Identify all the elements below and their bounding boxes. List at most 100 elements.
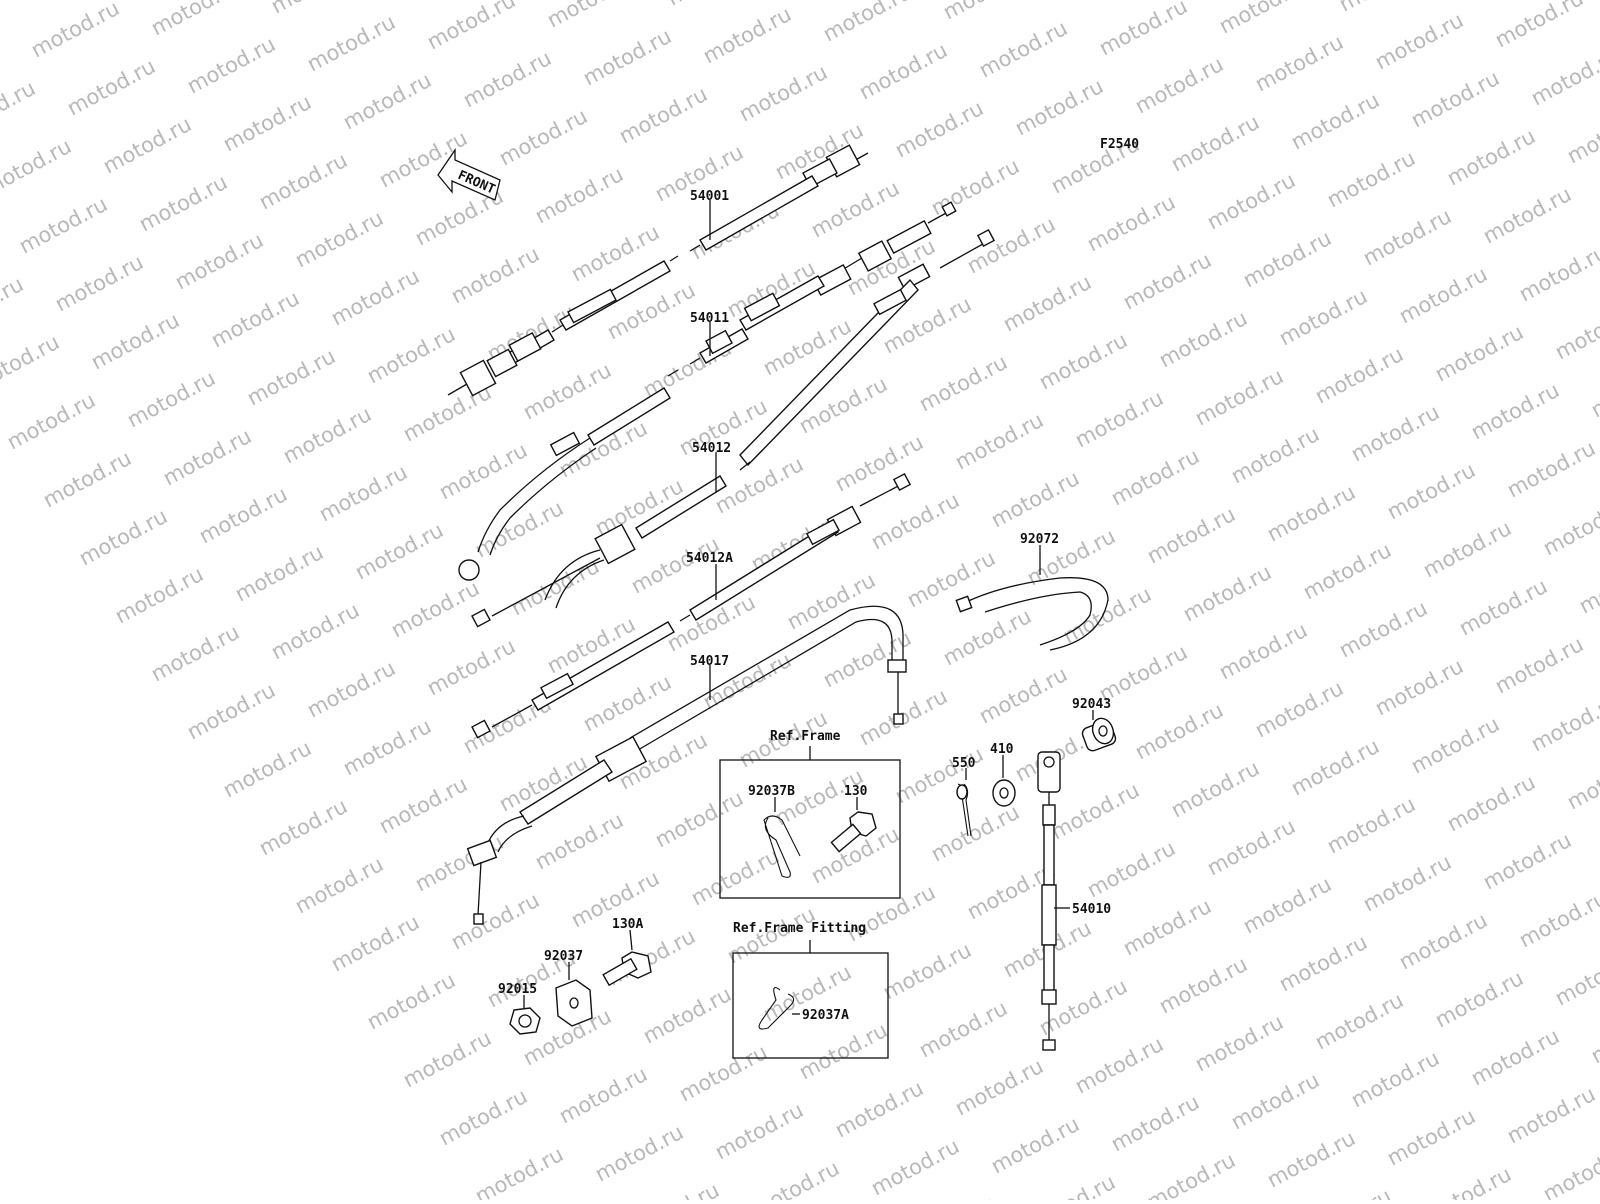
watermark-text: motod.ru [807,176,903,242]
watermark-text: motod.ru [279,402,375,468]
watermark-text: motod.ru [1479,828,1575,894]
watermark-text: motod.ru [435,1084,531,1150]
watermark-text: motod.ru [747,1156,843,1200]
watermark-text: motod.ru [171,228,267,294]
watermark-text: motod.ru [183,32,279,98]
washer-410 [992,779,1016,807]
watermark-text: motod.ru [1287,88,1383,154]
watermark-text: motod.ru [1083,190,1179,256]
watermark-text: motod.ru [51,250,147,316]
watermark-text: motod.ru [207,286,303,352]
watermark-text: motod.ru [1479,182,1575,248]
watermark-text: motod.ru [423,0,519,54]
callout-410: 410 [990,742,1014,757]
clamp-92037 [555,979,593,1027]
watermark-text: motod.ru [1311,342,1407,408]
watermark-text: motod.ru [987,466,1083,532]
watermark-text: motod.ru [1107,444,1203,510]
watermark-text: motod.ru [711,1098,807,1164]
watermark-text: motod.ru [363,322,459,388]
watermark-text: motod.ru [3,388,99,454]
watermark-text: motod.ru [831,430,927,496]
callout-92015: 92015 [498,982,537,997]
watermark-text: motod.ru [855,38,951,104]
cable-54001 [447,144,869,397]
watermark-text: motod.ru [795,372,891,438]
watermark-text: motod.ru [63,54,159,120]
watermark-text: motod.ru [1035,328,1131,394]
watermark-text: motod.ru [975,16,1071,82]
watermark-text: motod.ru [639,982,735,1048]
watermark-text: motod.ru [339,714,435,780]
cable-54010 [1037,751,1061,1051]
ref-frame-fitting-box: Ref.Frame Fitting [732,921,889,1059]
watermark-text: motod.ru [675,1040,771,1106]
watermark-text: motod.ru [1083,836,1179,902]
watermark-text: motod.ru [1407,712,1503,778]
watermark-text: motod.ru [927,154,1023,220]
watermark-text: motod.ru [1431,320,1527,386]
watermark-text: motod.ru [39,446,135,512]
watermark-text: motod.ru [1515,886,1600,952]
watermark-text: motod.ru [1263,1126,1359,1192]
watermark-text: motod.ru [963,212,1059,278]
watermark-text: motod.ru [255,794,351,860]
watermark-text: motod.ru [411,830,507,896]
watermark-text: motod.ru [15,192,111,258]
watermark-text: motod.ru [231,540,327,606]
cable-54017 [466,605,907,925]
watermark-text: motod.ru [1359,850,1455,916]
watermark-text: motod.ru [903,546,999,612]
watermark-text: motod.ru [1563,748,1600,814]
watermark-text: motod.ru [495,104,591,170]
watermark-text: motod.ru [1011,74,1107,140]
watermark-text: motod.ru [87,308,183,374]
watermark-text: motod.ru [1443,770,1539,836]
watermark-text: motod.ru [159,424,255,490]
bolt-130 [830,811,877,853]
watermark-text: motod.ru [1395,908,1491,974]
watermark-text: motod.ru [663,0,759,10]
watermark-text: motod.ru [1311,988,1407,1054]
watermark-text: motod.ru [0,0,87,4]
watermark-text: motod.ru [1095,0,1191,60]
watermark-text: motod.ru [1047,778,1143,844]
watermark-text: motod.ru [351,518,447,584]
cable-54011 [458,201,957,581]
watermark-text: motod.ru [1443,124,1539,190]
watermark-text: motod.ru [471,496,567,562]
watermark-text: motod.ru [951,408,1047,474]
callout-92037A: 92037A [802,1008,849,1023]
watermark-text: motod.ru [135,170,231,236]
watermark-text: motod.ru [915,996,1011,1062]
watermark-text: motod.ru [1371,654,1467,720]
watermark-text: motod.ru [1551,298,1600,364]
watermark-text: motod.ru [1491,0,1587,52]
watermark-text: motod.ru [555,1062,651,1128]
watermark-text: motod.ru [531,162,627,228]
watermark-text: motod.ru [1539,494,1600,560]
watermark-text: motod.ru [1107,1090,1203,1156]
watermark-text: motod.ru [915,350,1011,416]
watermark-text: motod.ru [891,742,987,808]
callout-130A: 130A [612,917,643,932]
watermark-text: motod.ru [1071,1032,1167,1098]
callout-54001: 54001 [690,189,729,204]
watermark-text: motod.ru [447,242,543,308]
watermark-text: motod.ru [267,0,363,18]
watermark-text: motod.ru [1251,676,1347,742]
watermark-text: motod.ru [1587,356,1600,422]
watermark-text: motod.ru [1275,930,1371,996]
watermark-text: motod.ru [1275,284,1371,350]
diagram-code: F2540 [1100,137,1139,152]
watermark-text: motod.ru [1539,1140,1600,1200]
watermark-text: motod.ru [1131,698,1227,764]
watermark-text: motod.ru [1167,756,1263,822]
watermark-text: motod.ru [1155,306,1251,372]
watermark-text: motod.ru [459,46,555,112]
watermark-text: motod.ru [183,678,279,744]
watermark-text: motod.ru [1491,632,1587,698]
watermark-text: motod.ru [399,1026,495,1092]
watermark-text: motod.ru [591,1120,687,1186]
